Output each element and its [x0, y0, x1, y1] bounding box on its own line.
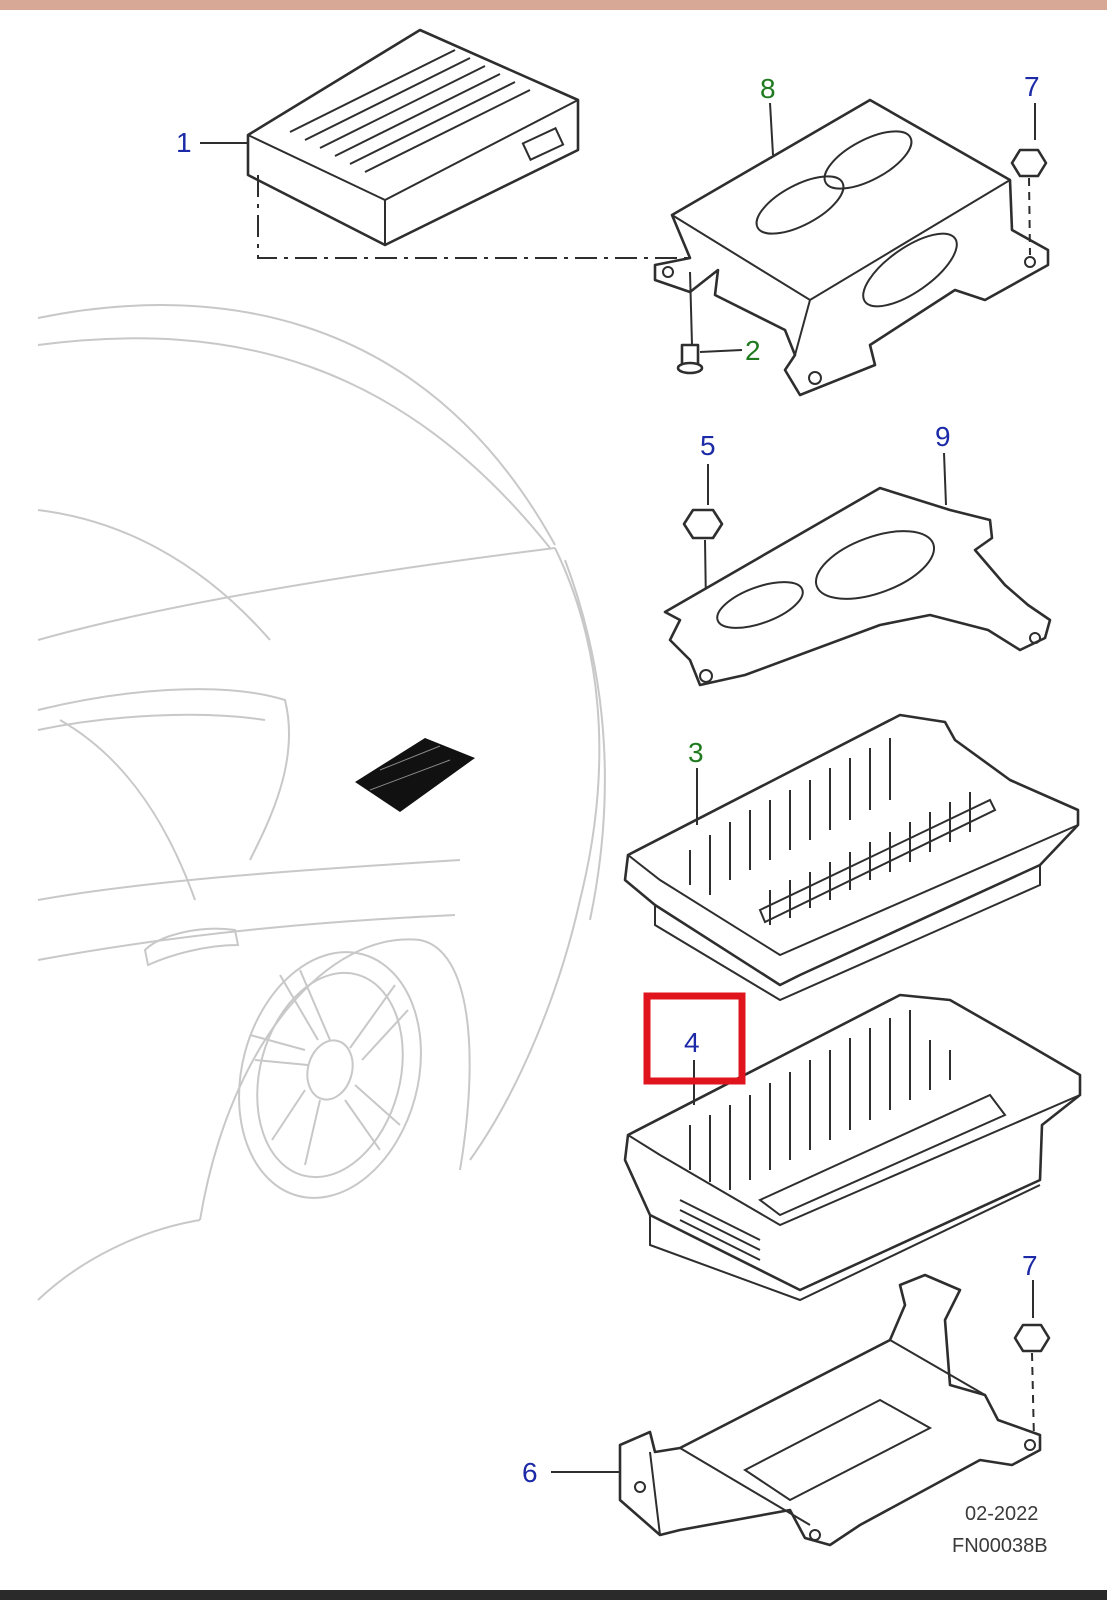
- part-7-nut-upper: [1010, 148, 1048, 256]
- part-2-bolt: [676, 271, 704, 375]
- top-border: [0, 0, 1107, 10]
- callout-3[interactable]: 3: [688, 737, 704, 768]
- callout-6[interactable]: 6: [522, 1457, 538, 1488]
- callout-9[interactable]: 9: [935, 421, 951, 452]
- part-6-bracket: [618, 1273, 1042, 1547]
- part-7-nut-lower: [1013, 1323, 1051, 1441]
- part-4-module: [623, 993, 1082, 1302]
- part-5-nut: [682, 508, 724, 673]
- bottom-border: [0, 1590, 1107, 1600]
- diagram-code: FN00038B: [952, 1535, 1048, 1557]
- callout-7-lower[interactable]: 7: [1022, 1250, 1038, 1281]
- highlight-box: [643, 992, 746, 1085]
- callout-2[interactable]: 2: [745, 335, 761, 366]
- callout-4[interactable]: 4: [684, 1027, 700, 1058]
- callout-7-upper[interactable]: 7: [1024, 71, 1040, 102]
- module-location-marker: [355, 738, 475, 812]
- part-8-bracket: [653, 98, 1050, 397]
- callout-8[interactable]: 8: [760, 73, 776, 104]
- part-1-module: [246, 28, 580, 247]
- vehicle-outline: [37, 304, 606, 1301]
- part-9-plate: [663, 486, 1052, 687]
- callout-leaders: [200, 102, 1036, 1473]
- part-3-module: [623, 713, 1080, 1002]
- callout-1[interactable]: 1: [176, 127, 192, 158]
- callout-5[interactable]: 5: [700, 430, 716, 461]
- diagram-date: 02-2022: [965, 1503, 1038, 1525]
